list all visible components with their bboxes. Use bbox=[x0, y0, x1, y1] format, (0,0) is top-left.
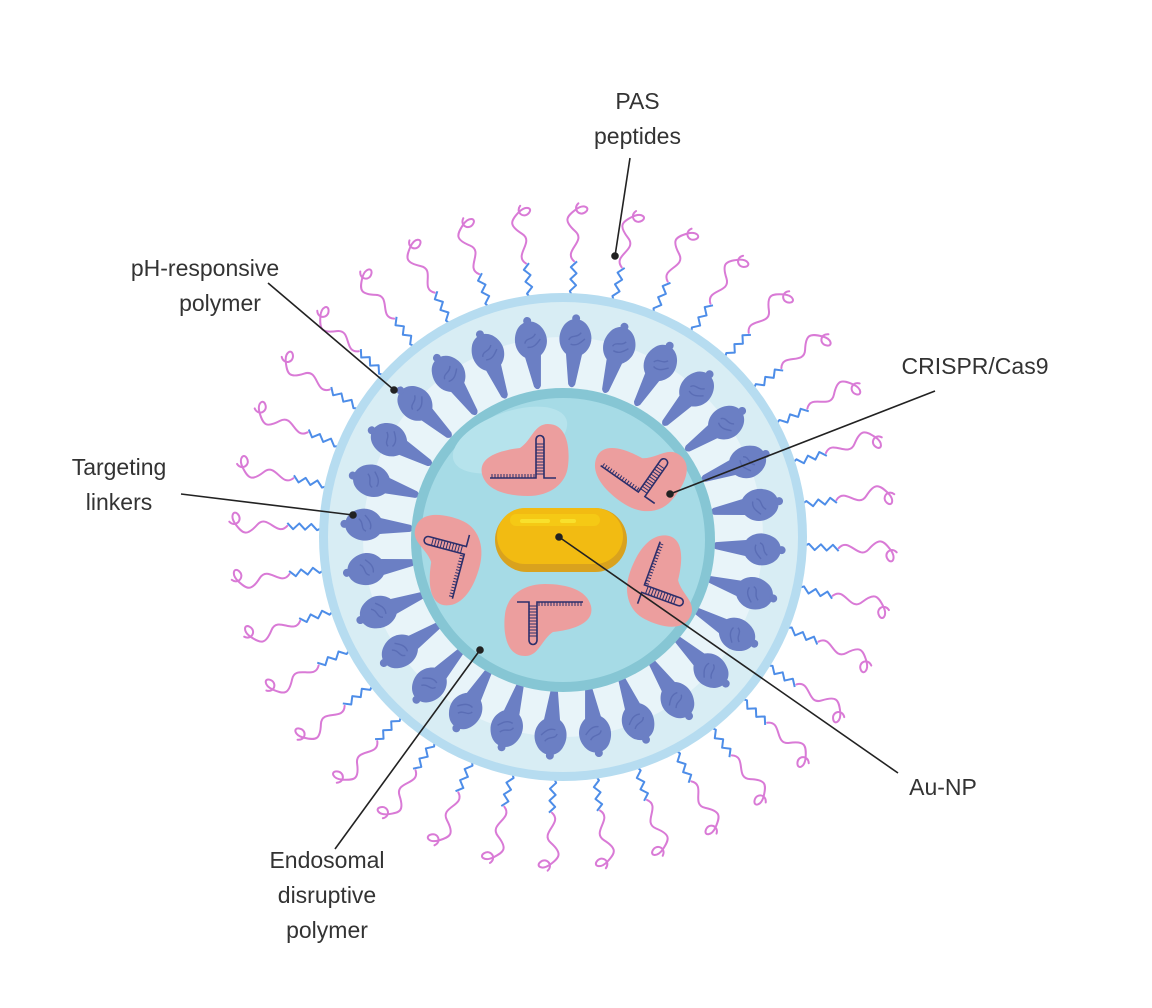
label-targeting-linkers: Targeting linkers bbox=[71, 454, 167, 515]
targeting-linker bbox=[684, 405, 747, 452]
pas-peptide bbox=[426, 758, 474, 847]
targeting-linker bbox=[634, 341, 678, 407]
targeting-linker bbox=[662, 370, 714, 426]
targeting-linker bbox=[648, 658, 695, 721]
pas-peptide bbox=[592, 774, 615, 870]
pas-peptide bbox=[797, 585, 890, 619]
targeting-linker bbox=[490, 681, 524, 752]
pas-peptide bbox=[790, 431, 883, 465]
targeting-linker bbox=[431, 353, 478, 416]
targeting-linker bbox=[471, 330, 508, 399]
pas-peptide bbox=[765, 664, 846, 724]
targeting-linker bbox=[342, 553, 416, 586]
pas-peptide bbox=[652, 227, 700, 316]
pas-peptide bbox=[457, 217, 491, 310]
targeting-linker bbox=[534, 686, 567, 760]
label-pas-peptides: PAS peptides bbox=[594, 88, 681, 149]
crispr-cas9-layer bbox=[414, 424, 693, 656]
pas-peptide bbox=[253, 400, 342, 448]
cas9-protein bbox=[595, 448, 687, 512]
cas9-protein bbox=[481, 424, 569, 496]
pas-peptide bbox=[228, 511, 324, 534]
pas-peptide bbox=[406, 238, 452, 326]
guide-rna bbox=[517, 601, 583, 646]
targeting-linker bbox=[710, 488, 784, 521]
pas-peptide bbox=[243, 609, 336, 643]
pas-peptides-layer bbox=[228, 202, 898, 872]
targeting-linker bbox=[367, 422, 433, 466]
pas-peptide bbox=[376, 739, 436, 820]
pas-peptide bbox=[316, 306, 386, 377]
targeting-linkers-layer bbox=[340, 314, 786, 760]
pas-peptide bbox=[774, 380, 862, 426]
targeting-linker bbox=[674, 636, 730, 688]
targeting-linker bbox=[693, 608, 759, 652]
targeting-linker bbox=[579, 684, 612, 758]
pas-peptide bbox=[236, 455, 329, 489]
pas-peptide bbox=[230, 566, 326, 589]
targeting-linker bbox=[559, 314, 592, 388]
pas-peptide bbox=[674, 748, 720, 836]
pas-peptide bbox=[481, 771, 515, 864]
pas-peptide bbox=[690, 254, 750, 335]
pas-peptide bbox=[709, 725, 767, 806]
leader-lines bbox=[180, 157, 936, 850]
targeting-linker bbox=[356, 592, 425, 629]
cas9-protein bbox=[627, 535, 693, 627]
leader-pas bbox=[614, 157, 631, 257]
guide-rna bbox=[423, 534, 471, 599]
targeting-linker bbox=[514, 316, 547, 390]
targeting-linker bbox=[412, 648, 464, 704]
targeting-linker bbox=[396, 386, 452, 438]
pas-peptide bbox=[294, 683, 375, 741]
pas-peptide bbox=[784, 626, 873, 674]
pas-peptide bbox=[537, 776, 560, 872]
targeting-linker bbox=[712, 533, 786, 566]
targeting-linker bbox=[340, 508, 414, 541]
pas-peptide bbox=[511, 204, 534, 300]
pas-peptide bbox=[800, 485, 896, 508]
leader-endosomal bbox=[334, 649, 481, 850]
label-ph-responsive-polymer: pH-responsive polymer bbox=[130, 255, 280, 316]
pas-peptide bbox=[280, 350, 361, 410]
targeting-linker bbox=[618, 675, 655, 744]
leader-targeting bbox=[180, 493, 354, 516]
pas-peptide bbox=[611, 210, 645, 303]
leader-aunp bbox=[558, 536, 899, 774]
targeting-linker bbox=[602, 322, 636, 393]
targeting-linker bbox=[348, 464, 419, 498]
cas9-protein bbox=[414, 514, 482, 606]
pas-peptide bbox=[566, 202, 589, 298]
pas-peptide bbox=[751, 333, 832, 391]
pas-peptide bbox=[359, 268, 417, 349]
targeting-linker bbox=[379, 622, 442, 669]
leader-crispr bbox=[669, 390, 936, 495]
guide-rna bbox=[600, 458, 669, 505]
label-au-np: Au-NP bbox=[909, 774, 977, 800]
pas-peptide bbox=[740, 697, 810, 768]
pas-peptide bbox=[635, 764, 669, 857]
guide-rna bbox=[490, 434, 556, 479]
pas-peptide bbox=[332, 714, 403, 784]
label-crispr-cas9: CRISPR/Cas9 bbox=[901, 353, 1049, 379]
pas-peptide bbox=[264, 648, 352, 694]
cas9-protein bbox=[504, 584, 592, 656]
pas-peptide bbox=[802, 540, 898, 563]
leader-ph bbox=[267, 282, 395, 391]
label-endosomal-disruptive-polymer: Endosomal disruptive polymer bbox=[269, 847, 385, 943]
pas-peptide bbox=[723, 290, 794, 360]
targeting-linker bbox=[448, 667, 492, 733]
targeting-linker bbox=[707, 576, 778, 610]
guide-rna bbox=[636, 541, 685, 607]
